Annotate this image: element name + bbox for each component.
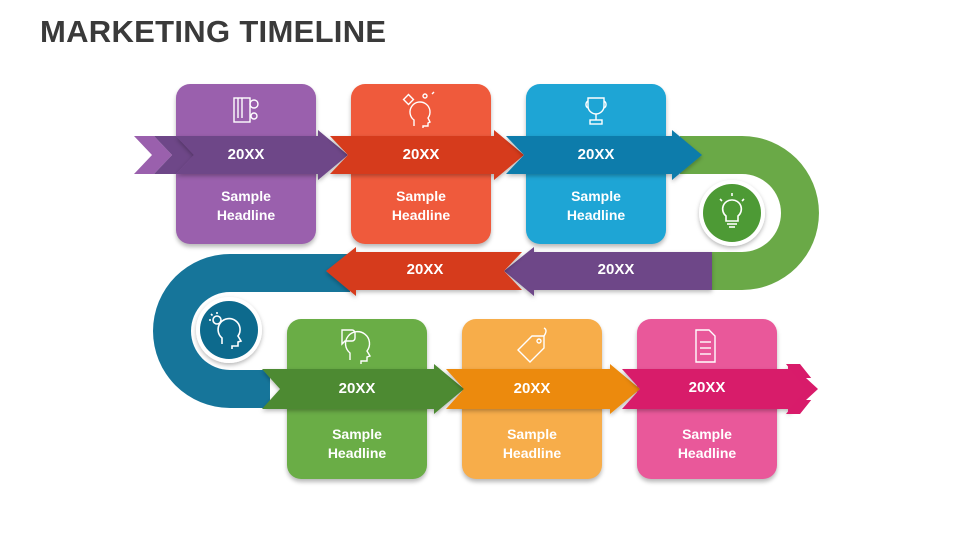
step-1-headline-line-2: Headline [216,207,276,223]
creative-head-icon [402,91,435,128]
end-chevron-1 [786,364,820,414]
trophy-icon [585,97,607,125]
step-5-headline: Sample Headline [462,425,602,463]
start-chevron-2 [154,136,194,174]
step-3-year: 20XX [577,146,615,163]
step-3-headline-line-1: Sample [571,188,621,204]
step-2-headline-line-1: Sample [396,188,446,204]
slide-title: MARKETING TIMELINE [40,14,387,49]
thinking-head-icon [341,329,372,364]
middle-arrow-2 [326,247,522,296]
end-chevron-2 [806,378,826,400]
design-tools-icon [233,97,259,123]
step-2-year: 20XX [402,146,440,163]
step-6-headline: Sample Headline [637,425,777,463]
price-tag-icon [517,327,547,363]
step-5-headline-line-2: Headline [502,445,562,461]
step-6-headline-line-2: Headline [677,445,737,461]
checklist-document-icon [695,329,716,363]
step-2-headline-line-2: Headline [391,207,451,223]
step-1-headline-line-1: Sample [221,188,271,204]
middle-year-2: 20XX [597,261,635,278]
step-1-year: 20XX [227,146,265,163]
step-4-headline: Sample Headline [287,425,427,463]
lightbulb-icon [719,193,745,228]
step-4-headline-line-2: Headline [327,445,387,461]
step-1-headline: Sample Headline [176,187,316,225]
step-3-headline: Sample Headline [526,187,666,225]
step-6-year: 20XX [688,379,726,396]
idea-head-icon [209,312,243,349]
step-2-headline: Sample Headline [351,187,491,225]
middle-arrow-1 [504,247,712,296]
left-turn-ribbon [153,254,350,408]
step-4-year: 20XX [338,380,376,397]
top-arrow-3 [506,130,702,180]
top-arrow-2 [330,130,524,180]
step-5-headline-line-1: Sample [507,426,557,442]
bottom-arrow-1 [262,364,464,414]
bottom-arrow-2 [446,364,640,414]
bottom-arrow-3 [622,364,808,414]
step-4-headline-line-1: Sample [332,426,382,442]
step-6-headline-line-1: Sample [682,426,732,442]
lightbulb-turn-circle [699,180,765,246]
right-turn-ribbon [680,136,819,290]
idea-head-turn-circle [196,297,262,363]
start-chevron-1 [134,136,172,174]
step-5-year: 20XX [513,380,551,397]
step-3-headline-line-2: Headline [566,207,626,223]
top-arrow-1 [176,130,348,180]
middle-year-1: 20XX [406,261,444,278]
